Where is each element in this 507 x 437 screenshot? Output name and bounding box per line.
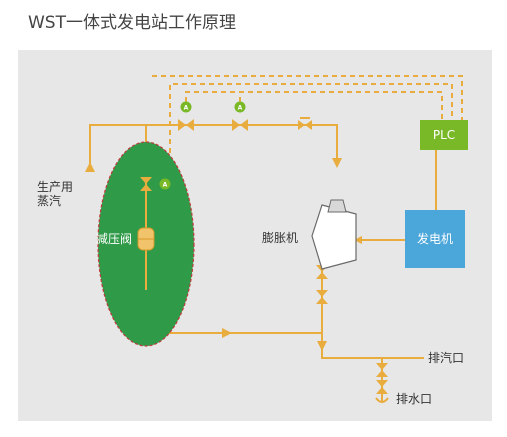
- generator-label: 发电机: [417, 231, 453, 246]
- steam-in-arrow: [85, 162, 95, 172]
- page-title: WST一体式发电站工作原理: [28, 13, 236, 33]
- valve-icon-2: [232, 119, 248, 131]
- exhaust-label: 排汽口: [428, 350, 464, 365]
- main-steam-pipe: [89, 124, 338, 170]
- signal-line-middle: [165, 83, 453, 185]
- valve-icon-vessel: [140, 177, 152, 191]
- meter-icon-1: [180, 101, 192, 113]
- plc-label: PLC: [433, 128, 455, 142]
- control-signal-lines: [152, 75, 463, 185]
- generator-box: [405, 210, 465, 268]
- meter-icon-3: [159, 178, 171, 190]
- steam-label-line1: 生产用: [37, 180, 73, 194]
- svg-text:A: A: [184, 105, 189, 112]
- generator-arrow: [354, 236, 362, 244]
- meter-icon-2: [234, 101, 246, 113]
- reducing-valve-icon: [137, 227, 155, 251]
- valve-icon-drain-1: [376, 363, 388, 377]
- expander-inlet-arrow: [332, 158, 342, 168]
- drain-label: 排水口: [396, 392, 432, 406]
- signal-line-inner-1: [185, 91, 443, 120]
- valve-icon-3: [298, 117, 312, 130]
- exhaust-pipe: [321, 250, 424, 359]
- svg-text:A: A: [238, 105, 243, 112]
- valve-icon-drain-2: [376, 380, 388, 394]
- steam-label-line2: 蒸汽: [37, 193, 61, 208]
- valve-icon-1: [178, 119, 194, 131]
- valves: [140, 117, 388, 394]
- return-arrow: [222, 328, 232, 338]
- signal-line-outer: [152, 75, 463, 120]
- expander-icon: [311, 199, 357, 270]
- svg-text:A: A: [163, 182, 168, 189]
- meter-icons: A A A: [159, 101, 246, 190]
- valve-icon-exhaust-2: [316, 290, 328, 304]
- valve-label: 减压阀: [96, 232, 132, 246]
- expander-label: 膨胀机: [262, 231, 298, 245]
- plc-box: [420, 120, 468, 150]
- exhaust-down-arrow: [317, 341, 327, 351]
